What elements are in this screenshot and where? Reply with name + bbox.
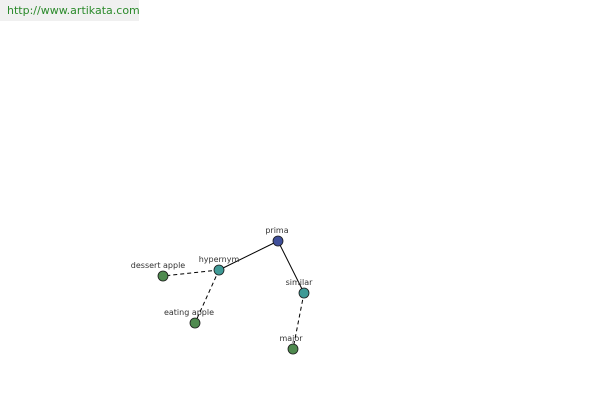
node-circle-similar[interactable] xyxy=(298,287,310,299)
node-circle-major[interactable] xyxy=(287,343,299,355)
edge-hypernym-dessert-apple xyxy=(162,269,220,277)
node-eating-apple[interactable]: eating apple xyxy=(164,308,214,329)
node-prima[interactable]: prima xyxy=(265,226,289,247)
node-label-hypernym[interactable]: hypernym xyxy=(199,255,240,264)
node-circle-hypernym[interactable] xyxy=(213,264,225,276)
edge-prima-similar xyxy=(277,240,305,294)
node-circle-prima[interactable] xyxy=(272,235,284,247)
node-label-prima[interactable]: prima xyxy=(265,226,288,235)
edge-prima-hypernym xyxy=(218,240,279,271)
node-dessert-apple[interactable]: dessert apple xyxy=(131,261,186,282)
node-label-major[interactable]: major xyxy=(279,334,303,343)
site-link[interactable]: http://www.artikata.com xyxy=(7,4,140,17)
edge-similar-major xyxy=(292,292,305,350)
node-circle-eating-apple[interactable] xyxy=(189,317,201,329)
url-bar: http://www.artikata.com xyxy=(0,0,140,21)
node-similar[interactable]: similar xyxy=(286,278,314,299)
node-major[interactable]: major xyxy=(279,334,303,355)
graph-edges xyxy=(162,240,305,350)
node-label-dessert-apple[interactable]: dessert apple xyxy=(131,261,186,270)
edge-hypernym-eating-apple xyxy=(194,269,220,324)
node-label-similar[interactable]: similar xyxy=(286,278,314,287)
graph-nodes: prima hypernym similar dessert apple eating … xyxy=(131,226,314,355)
node-label-eating-apple[interactable]: eating apple xyxy=(164,308,214,317)
node-hypernym[interactable]: hypernym xyxy=(199,255,240,276)
node-circle-dessert-apple[interactable] xyxy=(157,270,169,282)
